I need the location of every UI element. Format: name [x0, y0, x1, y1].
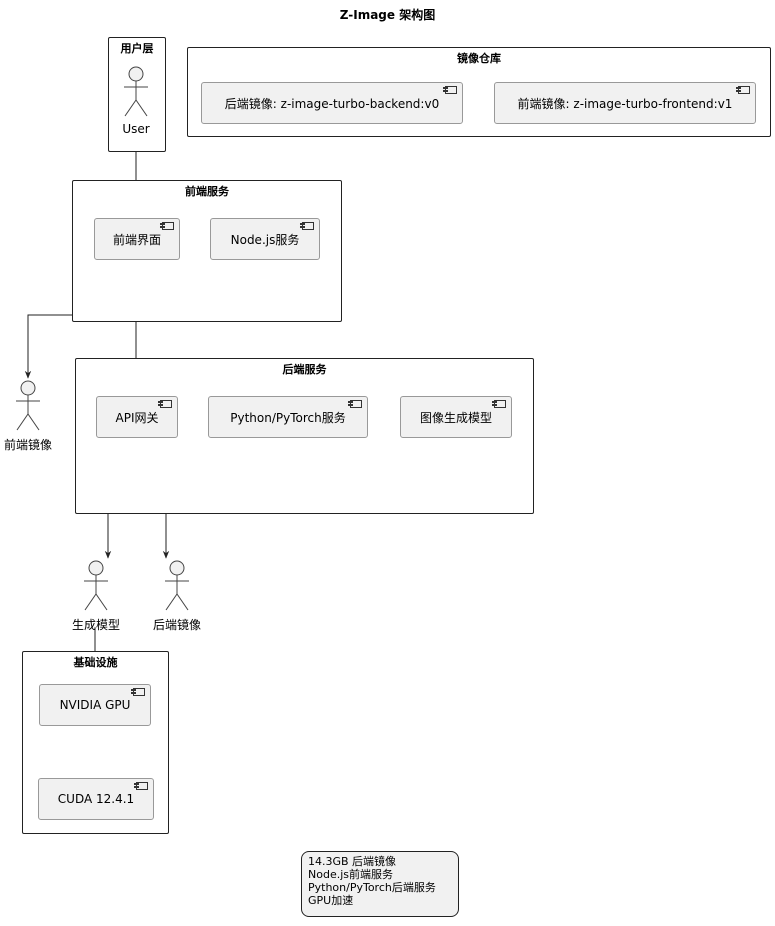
note-line: Python/PyTorch后端服务: [308, 881, 436, 894]
actor-backend-image-label: 后端镜像: [152, 618, 201, 632]
component-python-service[interactable]: Python/PyTorch服务: [208, 396, 368, 438]
component-api-gateway[interactable]: API网关: [96, 396, 178, 438]
actor-user-icon: [124, 66, 148, 117]
actor-gen-model-icon: [84, 560, 108, 611]
component-backend-image[interactable]: 后端镜像: z-image-turbo-backend:v0: [201, 82, 463, 124]
component-cuda[interactable]: CUDA 12.4.1: [38, 778, 154, 820]
actor-backend-image[interactable]: 后端镜像: [137, 560, 217, 633]
note-line: 14.3GB 后端镜像: [308, 855, 397, 868]
component-api-gateway-label: API网关: [115, 410, 159, 425]
component-image-model-label: 图像生成模型: [419, 410, 492, 425]
actor-user-label: User: [122, 122, 150, 136]
component-cuda-label: CUDA 12.4.1: [57, 792, 135, 806]
component-icon: [443, 86, 457, 94]
info-note: 14.3GB 后端镜像 Node.js前端服务 Python/PyTorch后端…: [301, 851, 459, 917]
component-frontend-image-label: 前端镜像: z-image-turbo-frontend:v1: [517, 96, 733, 111]
actor-gen-model[interactable]: 生成模型: [56, 560, 136, 633]
component-icon: [134, 782, 148, 790]
diagram-title: Z-Image 架构图: [339, 8, 436, 22]
actor-frontend-image[interactable]: 前端镜像: [0, 380, 68, 453]
component-nvidia-gpu[interactable]: NVIDIA GPU: [39, 684, 151, 726]
package-backend-service-label: 后端服务: [282, 363, 327, 376]
component-nodejs-service[interactable]: Node.js服务: [210, 218, 320, 260]
actor-frontend-image-icon: [16, 380, 40, 431]
component-icon: [160, 222, 174, 230]
component-icon: [131, 688, 145, 696]
actor-backend-image-icon: [165, 560, 189, 611]
component-icon: [300, 222, 314, 230]
package-infrastructure-label: 基础设施: [73, 656, 118, 669]
component-icon: [158, 400, 172, 408]
actor-user[interactable]: User: [96, 66, 176, 136]
component-backend-image-label: 后端镜像: z-image-turbo-backend:v0: [224, 96, 440, 111]
actor-frontend-image-label: 前端镜像: [3, 438, 52, 452]
component-icon: [492, 400, 506, 408]
component-icon: [348, 400, 362, 408]
package-user-layer: 用户层: [108, 37, 166, 152]
component-image-model[interactable]: 图像生成模型: [400, 396, 512, 438]
component-nvidia-gpu-label: NVIDIA GPU: [59, 698, 131, 712]
actor-gen-model-label: 生成模型: [71, 618, 120, 632]
component-frontend-image[interactable]: 前端镜像: z-image-turbo-frontend:v1: [494, 82, 756, 124]
component-icon: [736, 86, 750, 94]
note-line: GPU加速: [308, 894, 354, 907]
package-user-layer-label: 用户层: [120, 42, 154, 55]
component-frontend-ui[interactable]: 前端界面: [94, 218, 180, 260]
component-nodejs-service-label: Node.js服务: [230, 232, 300, 247]
component-frontend-ui-label: 前端界面: [112, 232, 161, 247]
package-frontend-service-label: 前端服务: [185, 185, 229, 198]
component-python-service-label: Python/PyTorch服务: [230, 410, 346, 425]
arrow-frontend-to-frontend-image: [24, 314, 72, 379]
package-image-repo-label: 镜像仓库: [457, 52, 501, 65]
note-line: Node.js前端服务: [308, 868, 393, 881]
